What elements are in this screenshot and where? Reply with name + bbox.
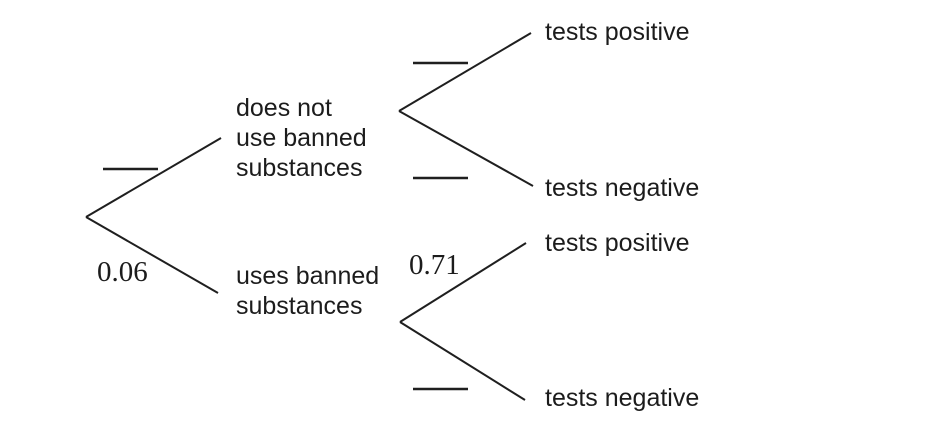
branch-line-does-not-use-positive	[398, 32, 532, 112]
branch-label-line: substances	[236, 154, 363, 182]
outcome-label-does-not-use-negative: tests negative	[545, 174, 700, 202]
branch-label-line: use banned	[236, 124, 367, 152]
branch-label-line: does not	[236, 94, 332, 122]
branch-line-uses	[85, 216, 219, 294]
outcome-label-uses-negative: tests negative	[545, 384, 700, 412]
branch-label-does-not-use: does not use banned substances	[236, 93, 367, 183]
branch-line-uses-positive	[399, 242, 527, 323]
branch-line-does-not-use	[85, 137, 222, 218]
branch-line-uses-negative	[399, 321, 526, 401]
probability-value-uses-positive: 0.71	[409, 249, 460, 281]
branch-label-uses: uses banned substances	[236, 261, 379, 321]
outcome-label-does-not-use-positive: tests positive	[545, 18, 690, 46]
branch-label-line: uses banned	[236, 262, 380, 290]
probability-value-uses: 0.06	[97, 256, 148, 288]
branch-label-line: substances	[236, 292, 363, 320]
outcome-label-uses-positive: tests positive	[545, 229, 690, 257]
branch-line-does-not-use-negative	[398, 110, 534, 187]
